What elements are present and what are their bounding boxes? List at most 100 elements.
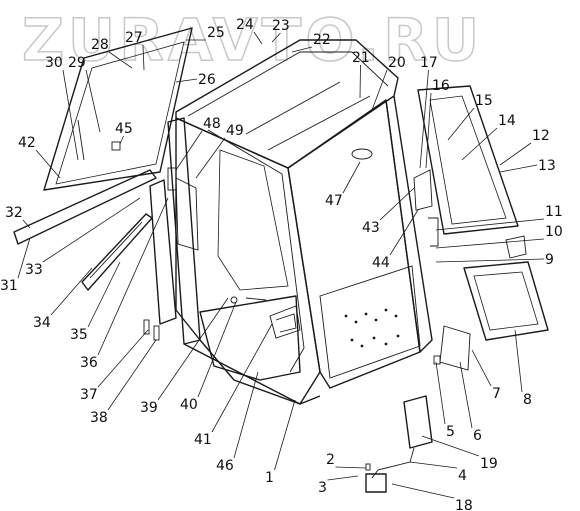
callout-label: 7 <box>492 386 501 402</box>
callout-leader <box>62 69 79 161</box>
callout-leader <box>435 218 545 231</box>
callout-label: 25 <box>207 25 225 41</box>
callout-leader <box>119 135 124 145</box>
callout-leader <box>459 361 473 429</box>
rear-side-wall <box>287 99 421 389</box>
callout-leader <box>211 323 273 433</box>
roof-panel-line <box>245 81 371 151</box>
callout-leader <box>35 149 61 179</box>
small-clip <box>433 355 441 365</box>
callout-label: 19 <box>480 456 498 472</box>
callout-label: 29 <box>68 55 86 71</box>
callout-leader <box>371 69 388 111</box>
rear-panel-holes <box>344 308 400 348</box>
roof-vent <box>351 148 373 160</box>
door-handle <box>275 313 297 333</box>
callout-label: 35 <box>70 327 88 343</box>
callout-leader <box>514 329 523 393</box>
callout-leader <box>107 339 157 411</box>
callout-leader <box>359 64 361 99</box>
callout-leader <box>499 142 532 166</box>
callout-label: 18 <box>455 498 473 511</box>
left-strips <box>13 169 177 341</box>
callout-41: 41 <box>194 323 273 448</box>
callout-26: 26 <box>175 72 216 88</box>
callout-22: 22 <box>291 32 331 53</box>
callout-label: 2 <box>326 452 335 468</box>
callout-leader <box>195 137 226 179</box>
callout-leader <box>425 92 432 169</box>
front-windshield <box>43 27 193 191</box>
callout-label: 32 <box>5 205 23 221</box>
callout-label: 4 <box>458 468 467 484</box>
callout-15: 15 <box>447 93 493 141</box>
callout-33: 33 <box>25 197 141 278</box>
callout-leader <box>22 219 31 229</box>
callout-leader <box>175 78 198 83</box>
callout-leader <box>97 197 169 356</box>
callout-46: 46 <box>216 371 259 474</box>
mirror-bracket <box>413 169 433 211</box>
latch-handle <box>428 217 439 247</box>
callout-leader <box>175 130 203 171</box>
callout-label: 45 <box>115 121 133 137</box>
callout-31: 31 <box>0 237 31 294</box>
callout-label: 41 <box>194 432 212 448</box>
callout-leader <box>389 209 419 256</box>
callout-leader <box>85 69 101 133</box>
callout-leader <box>157 297 229 401</box>
callout-25: 25 <box>186 25 225 41</box>
callout-27: 27 <box>125 30 145 71</box>
corner-trim <box>505 235 527 259</box>
callout-19: 19 <box>421 435 498 472</box>
callout-leader <box>142 44 145 71</box>
callout-label: 8 <box>523 392 532 408</box>
callout-label: 15 <box>475 93 493 109</box>
door-lower-panel <box>199 295 301 381</box>
callout-2: 2 <box>326 452 367 469</box>
callout-label: 24 <box>236 17 254 33</box>
callout-12: 12 <box>499 128 550 166</box>
callout-40: 40 <box>180 301 237 413</box>
callout-39: 39 <box>140 297 229 416</box>
callout-label: 3 <box>318 480 327 496</box>
callout-3: 3 <box>318 475 359 496</box>
wiper-rail <box>81 213 153 291</box>
callout-leader <box>197 301 237 398</box>
callout-24: 24 <box>236 17 263 45</box>
callout-label: 46 <box>216 458 234 474</box>
callout-28: 28 <box>91 37 133 69</box>
callout-leader <box>391 483 455 499</box>
callout-leader <box>271 32 281 43</box>
door-latch <box>245 297 267 301</box>
callout-label: 13 <box>538 158 556 174</box>
hinge-pin-2 <box>153 325 160 341</box>
callout-34: 34 <box>33 267 93 331</box>
callout-20: 20 <box>371 55 406 111</box>
callout-47: 47 <box>325 161 361 209</box>
callout-leader <box>108 51 133 69</box>
right-rear-window <box>417 85 519 235</box>
callout-leader <box>291 46 313 53</box>
callout-label: 37 <box>80 387 98 403</box>
callout-label: 20 <box>388 55 406 71</box>
callout-label: 39 <box>140 400 158 416</box>
callout-43: 43 <box>362 187 415 236</box>
callout-leader <box>409 461 458 469</box>
callout-leader <box>447 107 475 141</box>
right-lower-window <box>463 261 549 341</box>
callout-label: 28 <box>91 37 109 53</box>
callout-leader <box>42 197 141 263</box>
callout-42: 42 <box>18 135 61 179</box>
callout-32: 32 <box>5 205 31 229</box>
callout-leader <box>17 237 31 279</box>
callout-14: 14 <box>461 113 516 161</box>
door-frame-inner <box>207 129 305 373</box>
callout-1: 1 <box>265 399 296 486</box>
callout-label: 30 <box>45 55 63 71</box>
callout-10: 10 <box>435 224 563 249</box>
callout-38: 38 <box>90 339 157 426</box>
callout-leader <box>253 31 263 45</box>
